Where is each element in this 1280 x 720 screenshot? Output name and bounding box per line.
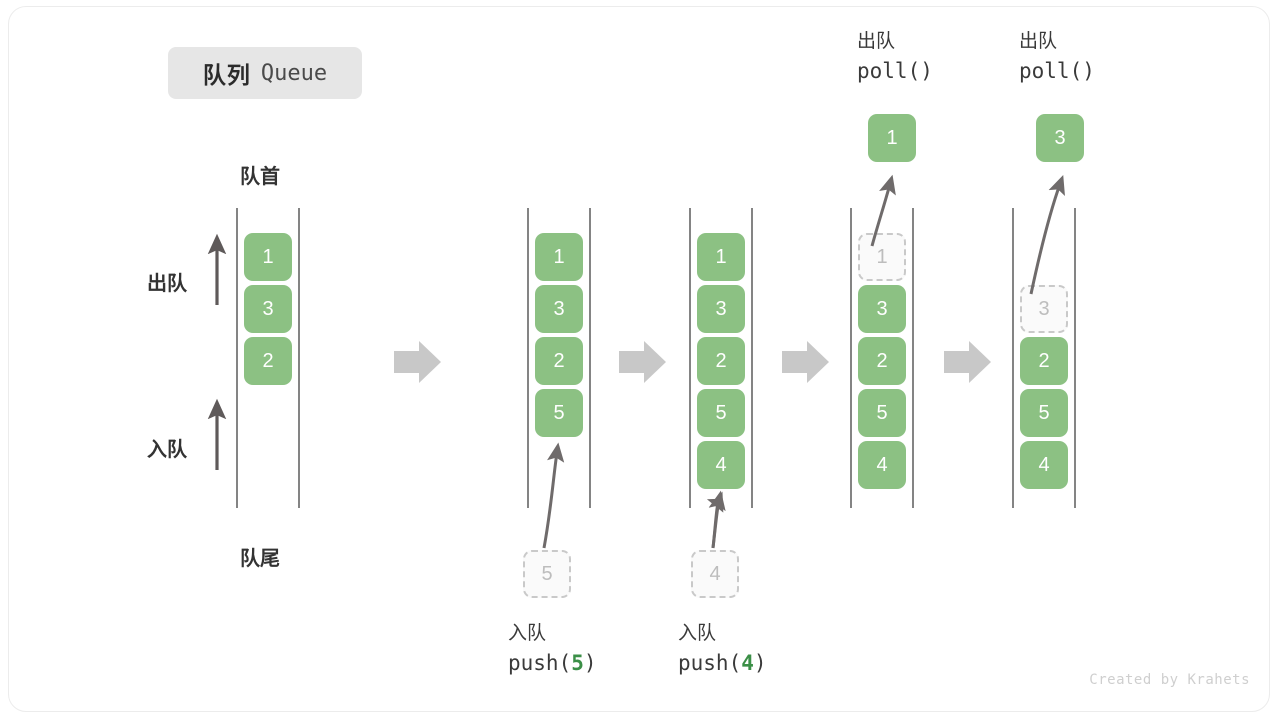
- code-suffix: ): [583, 650, 597, 675]
- code-suffix: ): [920, 58, 933, 83]
- queue-rail-right: [589, 208, 591, 508]
- queue-rail-right: [751, 208, 753, 508]
- operation-label-push-4: 入队 push(4): [678, 620, 767, 678]
- queue-cell: 1: [697, 233, 745, 281]
- dequeued-cell: 1: [868, 114, 916, 162]
- queue-cell: 4: [858, 441, 906, 489]
- code-suffix: ): [753, 650, 767, 675]
- dequeue-label: 出队: [147, 273, 187, 295]
- queue-cell: 3: [697, 285, 745, 333]
- queue-rail-right: [298, 208, 300, 508]
- queue-rail-left: [1012, 208, 1014, 508]
- queue-stage-poll-1: 1 3 2 5 4: [850, 208, 914, 508]
- code-number: 5: [571, 650, 584, 675]
- queue-cell: 2: [697, 337, 745, 385]
- rear-label: 队尾: [240, 548, 280, 570]
- queue-cell: 3: [858, 285, 906, 333]
- operation-label-code: poll(): [857, 56, 933, 86]
- enqueue-label: 入队: [147, 439, 187, 461]
- operation-label-poll-1: 出队 poll(): [857, 28, 933, 86]
- queue-stage-poll-3: 3 2 5 4: [1012, 208, 1076, 508]
- operation-label-chinese: 入队: [508, 623, 547, 644]
- queue-stage-push-4: 1 3 2 5 4: [689, 208, 753, 508]
- operation-label-chinese: 出队: [1019, 31, 1058, 52]
- code-prefix: push(: [678, 650, 742, 675]
- front-label: 队首: [240, 166, 280, 188]
- queue-rail-left: [236, 208, 238, 508]
- code-prefix: poll(: [1019, 58, 1083, 83]
- code-prefix: poll(: [857, 58, 921, 83]
- title-chinese: 队列: [202, 62, 251, 88]
- queue-cell: 2: [858, 337, 906, 385]
- queue-cell: 5: [697, 389, 745, 437]
- queue-cell: 2: [535, 337, 583, 385]
- queue-rail-right: [912, 208, 914, 508]
- ghost-cell-incoming: 5: [523, 550, 571, 598]
- queue-stage-initial: 1 3 2: [236, 208, 300, 508]
- queue-cell: 1: [244, 233, 292, 281]
- title-english: Queue: [260, 60, 328, 86]
- code-prefix: push(: [508, 650, 572, 675]
- ghost-cell-incoming: 4: [691, 550, 739, 598]
- queue-cell: 3: [244, 285, 292, 333]
- diagram-card: [8, 6, 1270, 712]
- operation-label-code: push(5): [508, 648, 597, 678]
- operation-label-code: poll(): [1019, 56, 1095, 86]
- queue-cell: 5: [858, 389, 906, 437]
- queue-stage-push-5: 1 3 2 5: [527, 208, 591, 508]
- operation-label-code: push(4): [678, 648, 767, 678]
- queue-rail-left: [527, 208, 529, 508]
- queue-cell: 5: [535, 389, 583, 437]
- dequeued-cell: 3: [1036, 114, 1084, 162]
- queue-cell: 4: [697, 441, 745, 489]
- queue-rail-left: [689, 208, 691, 508]
- operation-label-poll-3: 出队 poll(): [1019, 28, 1095, 86]
- queue-cell: 2: [1020, 337, 1068, 385]
- ghost-cell-outgoing: 3: [1020, 285, 1068, 333]
- code-suffix: ): [1082, 58, 1095, 83]
- operation-label-push-5: 入队 push(5): [508, 620, 597, 678]
- title-badge: 队列 Queue: [168, 47, 362, 99]
- queue-cell: 1: [535, 233, 583, 281]
- queue-rail-left: [850, 208, 852, 508]
- queue-rail-right: [1074, 208, 1076, 508]
- queue-cell: 2: [244, 337, 292, 385]
- operation-label-chinese: 出队: [857, 31, 896, 52]
- ghost-cell-outgoing: 1: [858, 233, 906, 281]
- code-number: 4: [741, 650, 754, 675]
- queue-cell: 5: [1020, 389, 1068, 437]
- queue-cell: 4: [1020, 441, 1068, 489]
- operation-label-chinese: 入队: [678, 623, 717, 644]
- credit-text: Created by Krahets: [1089, 672, 1250, 688]
- queue-cell: 3: [535, 285, 583, 333]
